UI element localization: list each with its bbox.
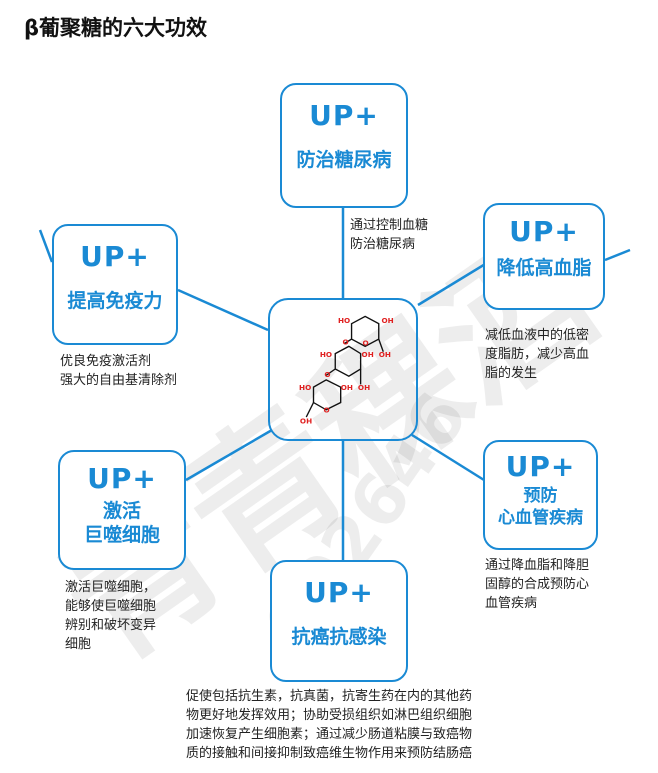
benefit-desc: 通过控制血糖防治糖尿病 [350,218,429,252]
benefit-label: 激活巨噬细胞 [83,500,160,546]
benefit-label: 抗癌抗感染 [291,626,387,648]
svg-text:O: O [343,338,349,347]
svg-text:OH: OH [358,383,370,392]
benefit-desc: 促使包括抗生素，抗真菌，抗寄生药在内的其他药物更好地发挥效用；协助受损组织如淋巴… [186,689,473,761]
up-badge: UP+ [505,450,576,483]
connector-top-left-edge [38,229,54,263]
svg-text:O: O [362,338,368,347]
benefit-label: 预防心血管疾病 [498,486,583,528]
molecule-box: HO OH O OH HO OH O O OH HO O OH OH [268,298,418,441]
benefit-desc: 优良免疫激活剂强大的自由基清除剂 [60,354,178,388]
benefit-anticancer: UP+ 抗癌抗感染 [270,560,408,682]
svg-text:HO: HO [299,383,311,392]
svg-text:OH: OH [379,350,391,359]
benefit-cardiovascular: UP+ 预防心血管疾病 [483,440,598,550]
page-title: β葡聚糖的六大功效 [24,16,208,40]
svg-text:OH: OH [381,316,393,325]
connector-right-edge [604,248,631,262]
connector-top-left [177,288,269,332]
up-badge: UP+ [309,99,379,132]
benefit-label: 降低高血脂 [496,257,592,279]
svg-text:O: O [323,406,329,415]
svg-text:O: O [324,370,330,379]
beta-glucan-structure-icon: HO OH O OH HO OH O O OH HO O OH OH [299,315,394,425]
up-badge: UP+ [80,240,150,273]
benefit-macrophage: UP+ 激活巨噬细胞 [58,450,186,570]
svg-text:OH: OH [341,383,353,392]
svg-text:HO: HO [338,316,350,325]
up-badge: UP+ [304,576,374,609]
benefit-label: 提高免疫力 [67,290,163,312]
svg-text:HO: HO [320,350,332,359]
benefit-desc: 激活巨噬细胞，能够使巨噬细胞辨别和破坏变异细胞 [65,580,157,652]
up-badge: UP+ [87,462,157,495]
svg-text:OH: OH [362,350,374,359]
benefit-diabetes: UP+ 防治糖尿病 [280,83,408,208]
benefit-immunity: UP+ 提高免疫力 [52,224,178,345]
benefit-lipid: UP+ 降低高血脂 [483,203,605,310]
benefit-label: 防治糖尿病 [296,149,392,171]
benefit-desc: 减低血液中的低密度脂肪，减少高血脂的发生 [485,328,590,381]
benefit-desc: 通过降血脂和降胆固醇的合成预防心血管疾病 [485,558,590,611]
up-badge: UP+ [509,215,579,248]
connector-bottom-left [185,428,273,482]
svg-text:OH: OH [300,416,312,425]
